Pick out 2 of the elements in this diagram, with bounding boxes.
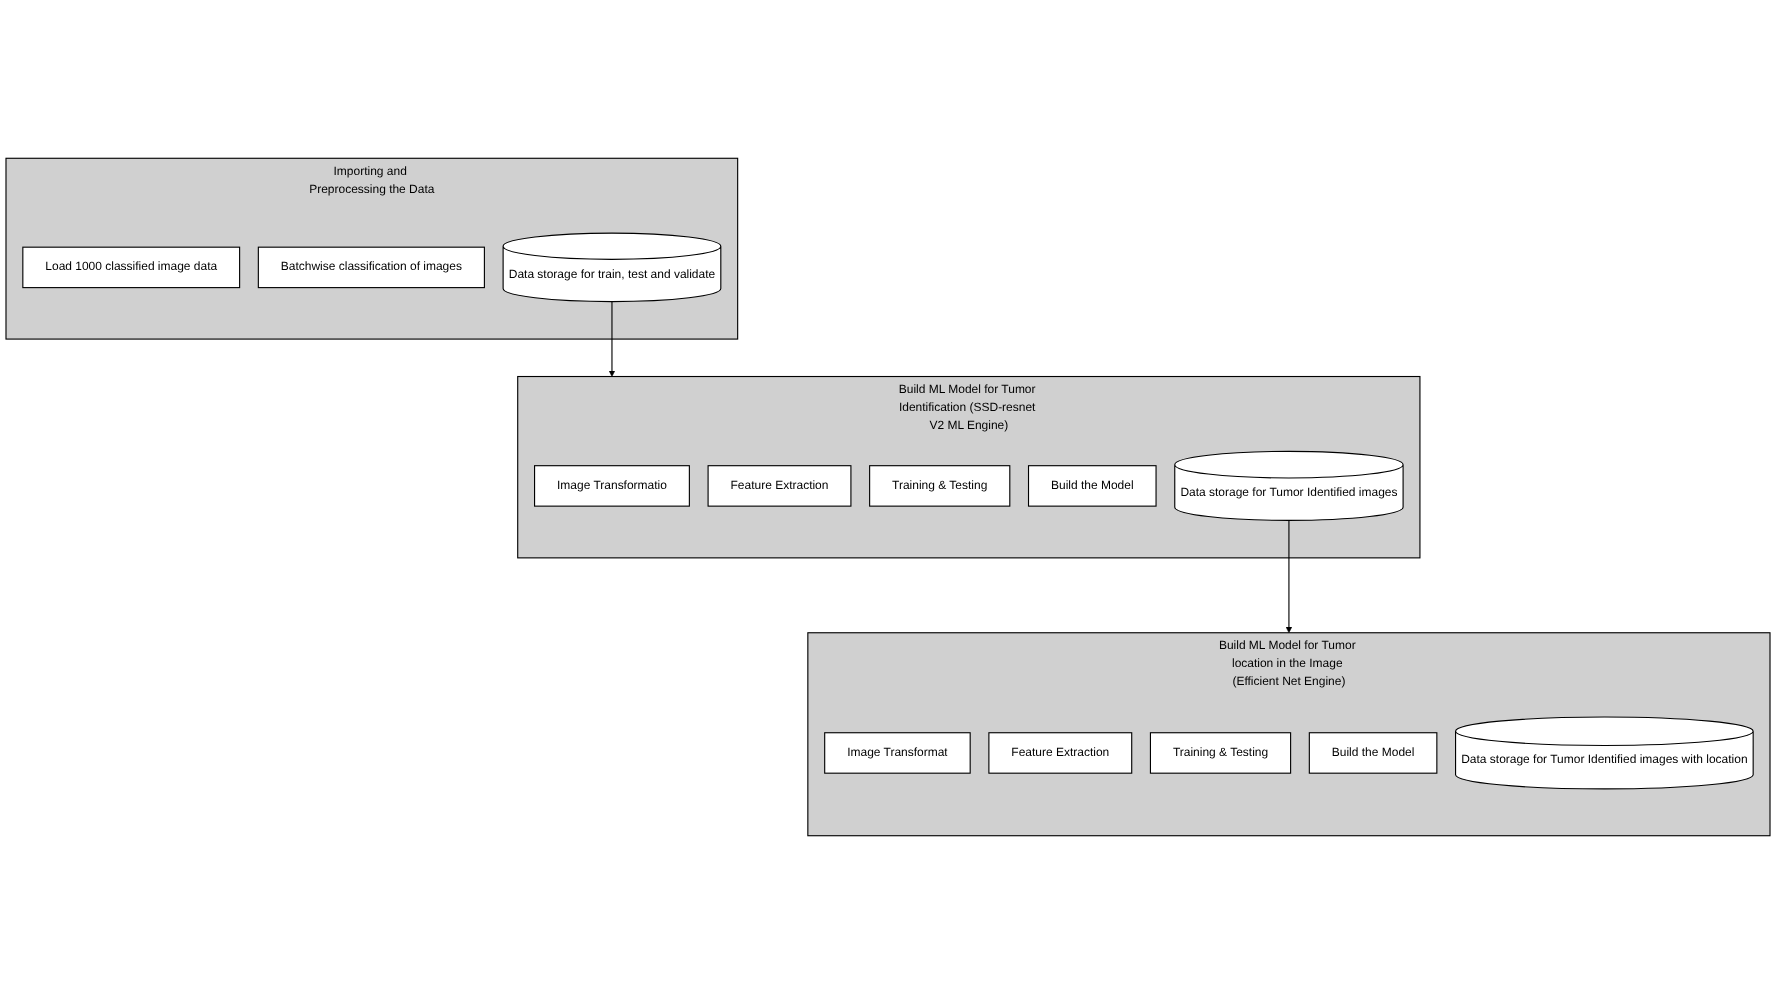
arrow [608, 301, 616, 377]
arrow [1285, 519, 1293, 634]
